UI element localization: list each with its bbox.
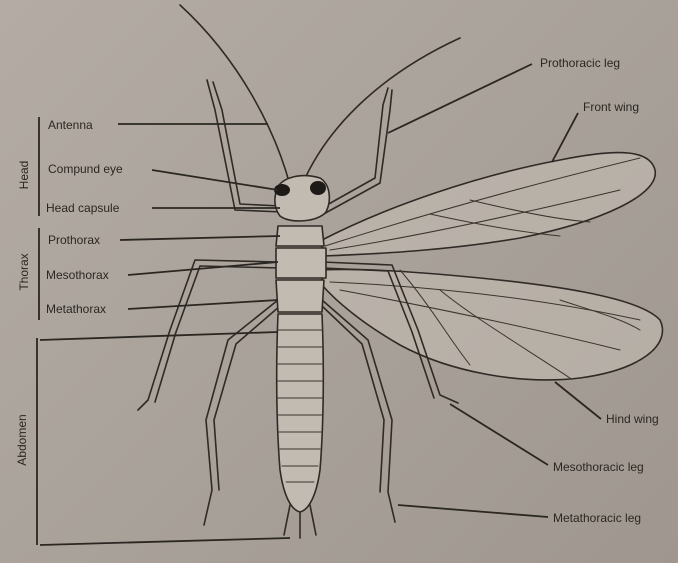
label-metathoracic-leg: Metathoracic leg <box>553 511 641 525</box>
label-compound-eye: Compund eye <box>48 162 123 176</box>
pointer-mesothoracic-leg <box>450 404 548 465</box>
pointer-mesothorax <box>128 262 278 275</box>
front-wing <box>322 153 655 256</box>
pointer-compound-eye <box>152 170 278 190</box>
label-head-capsule: Head capsule <box>46 201 120 215</box>
group-label-thorax: Thorax <box>17 253 31 290</box>
hind-wing <box>322 269 662 379</box>
insect-body <box>274 176 329 538</box>
antennae <box>180 5 460 185</box>
label-front-wing: Front wing <box>583 100 639 114</box>
compound-eye-right <box>310 181 326 195</box>
label-mesothorax: Mesothorax <box>46 268 109 282</box>
label-prothoracic-leg: Prothoracic leg <box>540 56 620 70</box>
label-mesothoracic-leg: Mesothoracic leg <box>553 460 644 474</box>
group-label-abdomen: Abdomen <box>15 414 29 465</box>
pointer-metathorax <box>128 300 278 309</box>
label-prothorax: Prothorax <box>48 233 100 247</box>
pointer-abdomen-bottom <box>40 538 290 545</box>
group-brackets <box>37 117 39 545</box>
pointer-hind-wing <box>555 382 601 419</box>
label-metathorax: Metathorax <box>46 302 106 316</box>
pointer-metathoracic-leg <box>398 505 548 517</box>
pointer-prothorax <box>120 236 280 240</box>
label-antenna: Antenna <box>48 118 93 132</box>
label-hind-wing: Hind wing <box>606 412 659 426</box>
pointer-front-wing <box>552 113 578 162</box>
group-label-head: Head <box>17 161 31 190</box>
pointer-prothoracic-leg <box>388 64 532 133</box>
